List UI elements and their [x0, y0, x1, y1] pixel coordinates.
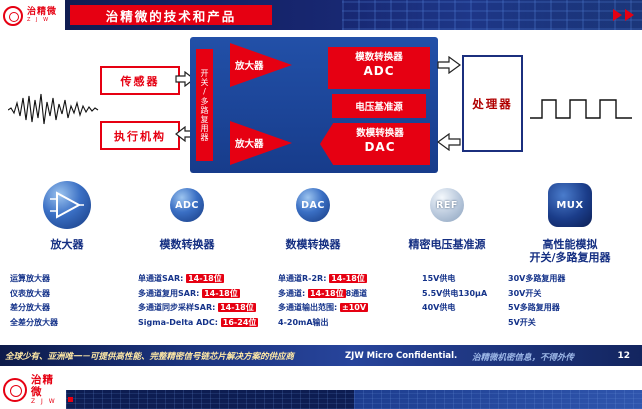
- chevron-right-icon: [613, 9, 622, 21]
- sensor-box: 传感器: [100, 66, 180, 95]
- logo-name: 治精微: [31, 374, 54, 398]
- circuit-pattern-decoration: [342, 0, 642, 30]
- category-label: 放大器: [50, 238, 84, 251]
- category-icon-wrap: [6, 178, 128, 232]
- category-label-wrap: 放大器: [6, 238, 128, 266]
- category-icon-wrap: REF: [392, 178, 502, 232]
- confidential-english: ZJW Micro Confidential.: [345, 351, 458, 361]
- spec-item: 差分放大器: [10, 303, 50, 312]
- product-category: MUX 高性能模拟 开关/多路复用器 30V多路复用器 30V开关 5V多路复用器 5…: [504, 178, 636, 330]
- page-number: 12: [617, 351, 630, 361]
- spec-item: 多通道输出范围: ±10V: [278, 303, 369, 312]
- product-category: ADC 模数转换器 单通道SAR: 14-18位多通道复用SAR: 14-18位…: [124, 178, 259, 330]
- spec-list: 30V多路复用器 30V开关 5V多路复用器 5V开关: [504, 272, 636, 330]
- spec-item: 仪表放大器: [10, 288, 50, 298]
- adc-icon: ADC: [170, 188, 204, 222]
- logo-icon: [3, 378, 27, 402]
- spec-item: 全差分放大器: [10, 317, 58, 327]
- spec-item: 40V供电: [422, 303, 456, 312]
- spec-item: 30V开关: [508, 288, 542, 298]
- logo-name: 治精微: [27, 7, 58, 18]
- dac-block: 数模转换器 DAC: [320, 123, 430, 165]
- spec-list: 运算放大器仪表放大器差分放大器全差分放大器: [6, 272, 128, 330]
- dac-title: 数模转换器: [356, 128, 404, 139]
- category-icon-wrap: MUX: [504, 178, 636, 232]
- adc-block: 模数转换器 ADC: [328, 47, 430, 89]
- category-label-line2: 开关/多路复用器: [529, 251, 611, 264]
- logo-subtitle: Z J W: [27, 16, 51, 23]
- digital-waveform: [528, 92, 634, 130]
- mux-strip: 开关/多路复用器: [196, 49, 213, 161]
- bottom-circuit-strip: [66, 390, 642, 409]
- signal-chain-box: 开关/多路复用器 放大器 放大器 模数转换器 ADC 电压基准源 数模转换器 D…: [190, 37, 438, 173]
- category-label-wrap: 模数转换器: [124, 238, 250, 266]
- category-label-wrap: 精密电压基准源: [392, 238, 502, 266]
- arrow-right-icon: [437, 55, 462, 78]
- chevron-right-icon: [625, 9, 634, 21]
- dac-icon: DAC: [296, 188, 330, 222]
- amplifier-icon: [43, 181, 91, 229]
- processor-box: 处理器: [462, 55, 523, 152]
- logo-icon: [3, 5, 23, 26]
- product-category: REF 精密电压基准源 15V供电 5.5V供电130μA 40V供电: [392, 178, 502, 316]
- red-accent-dot: [68, 397, 73, 402]
- analog-waveform: [7, 88, 100, 136]
- category-label: 精密电压基准源: [408, 238, 486, 251]
- spec-list: 15V供电 5.5V供电130μA 40V供电: [392, 272, 502, 316]
- category-icon-wrap: DAC: [252, 178, 374, 232]
- dac-subtitle: DAC: [364, 140, 396, 154]
- spec-item: 5V开关: [508, 317, 536, 327]
- ref-icon: REF: [430, 188, 464, 222]
- spec-item: 5.5V供电130μA: [422, 288, 488, 298]
- adc-title: 模数转换器: [355, 52, 403, 63]
- arrow-left-icon: [436, 132, 461, 155]
- spec-item: 5V多路复用器: [508, 303, 560, 312]
- company-logo: 治精微 Z J W: [3, 373, 65, 407]
- header-bar: [65, 0, 642, 30]
- spec-item: 多通道复用SAR: 14-18位: [138, 288, 240, 298]
- spec-item: 多通道同步采样SAR: 14-18位: [138, 303, 256, 312]
- actuator-box: 执行机构: [100, 121, 180, 150]
- category-label: 高性能模拟: [542, 238, 598, 251]
- mux-icon: MUX: [548, 183, 592, 227]
- logo-subtitle: Z J W: [31, 397, 57, 405]
- vref-block: 电压基准源: [332, 94, 426, 118]
- page-title: 治精微的技术和产品: [70, 5, 272, 25]
- arrow-right-icon: [175, 70, 195, 91]
- spec-item: Sigma-Delta ADC: 16-24位: [138, 317, 259, 327]
- spec-item: 4-20mA输出: [278, 317, 329, 327]
- spec-item: 15V供电: [422, 274, 456, 283]
- confidential-chinese: 治精微机密信息，不得外传: [472, 353, 575, 363]
- spec-item: 30V多路复用器: [508, 274, 566, 283]
- company-logo: 治精微 Z J W: [3, 2, 63, 29]
- spec-item: 单通道R-2R: 14-18位: [278, 274, 367, 283]
- category-icon-wrap: ADC: [124, 178, 250, 232]
- footer-tagline: 全球少有、亚洲唯一－可提供高性能、完整精密信号链芯片解决方案的供应商: [5, 352, 295, 362]
- category-label: 数模转换器: [285, 238, 341, 251]
- spec-item: 单通道SAR: 14-18位: [138, 274, 224, 283]
- product-category: 放大器 运算放大器仪表放大器差分放大器全差分放大器: [6, 178, 128, 330]
- footer-bar: 全球少有、亚洲唯一－可提供高性能、完整精密信号链芯片解决方案的供应商 ZJW M…: [0, 345, 642, 366]
- spec-item: 运算放大器: [10, 274, 50, 283]
- spec-list: 单通道SAR: 14-18位多通道复用SAR: 14-18位多通道同步采样SAR…: [124, 272, 259, 330]
- adc-subtitle: ADC: [363, 64, 395, 78]
- category-label: 模数转换器: [159, 238, 215, 251]
- category-label-wrap: 高性能模拟 开关/多路复用器: [504, 238, 636, 266]
- category-label-wrap: 数模转换器: [252, 238, 374, 266]
